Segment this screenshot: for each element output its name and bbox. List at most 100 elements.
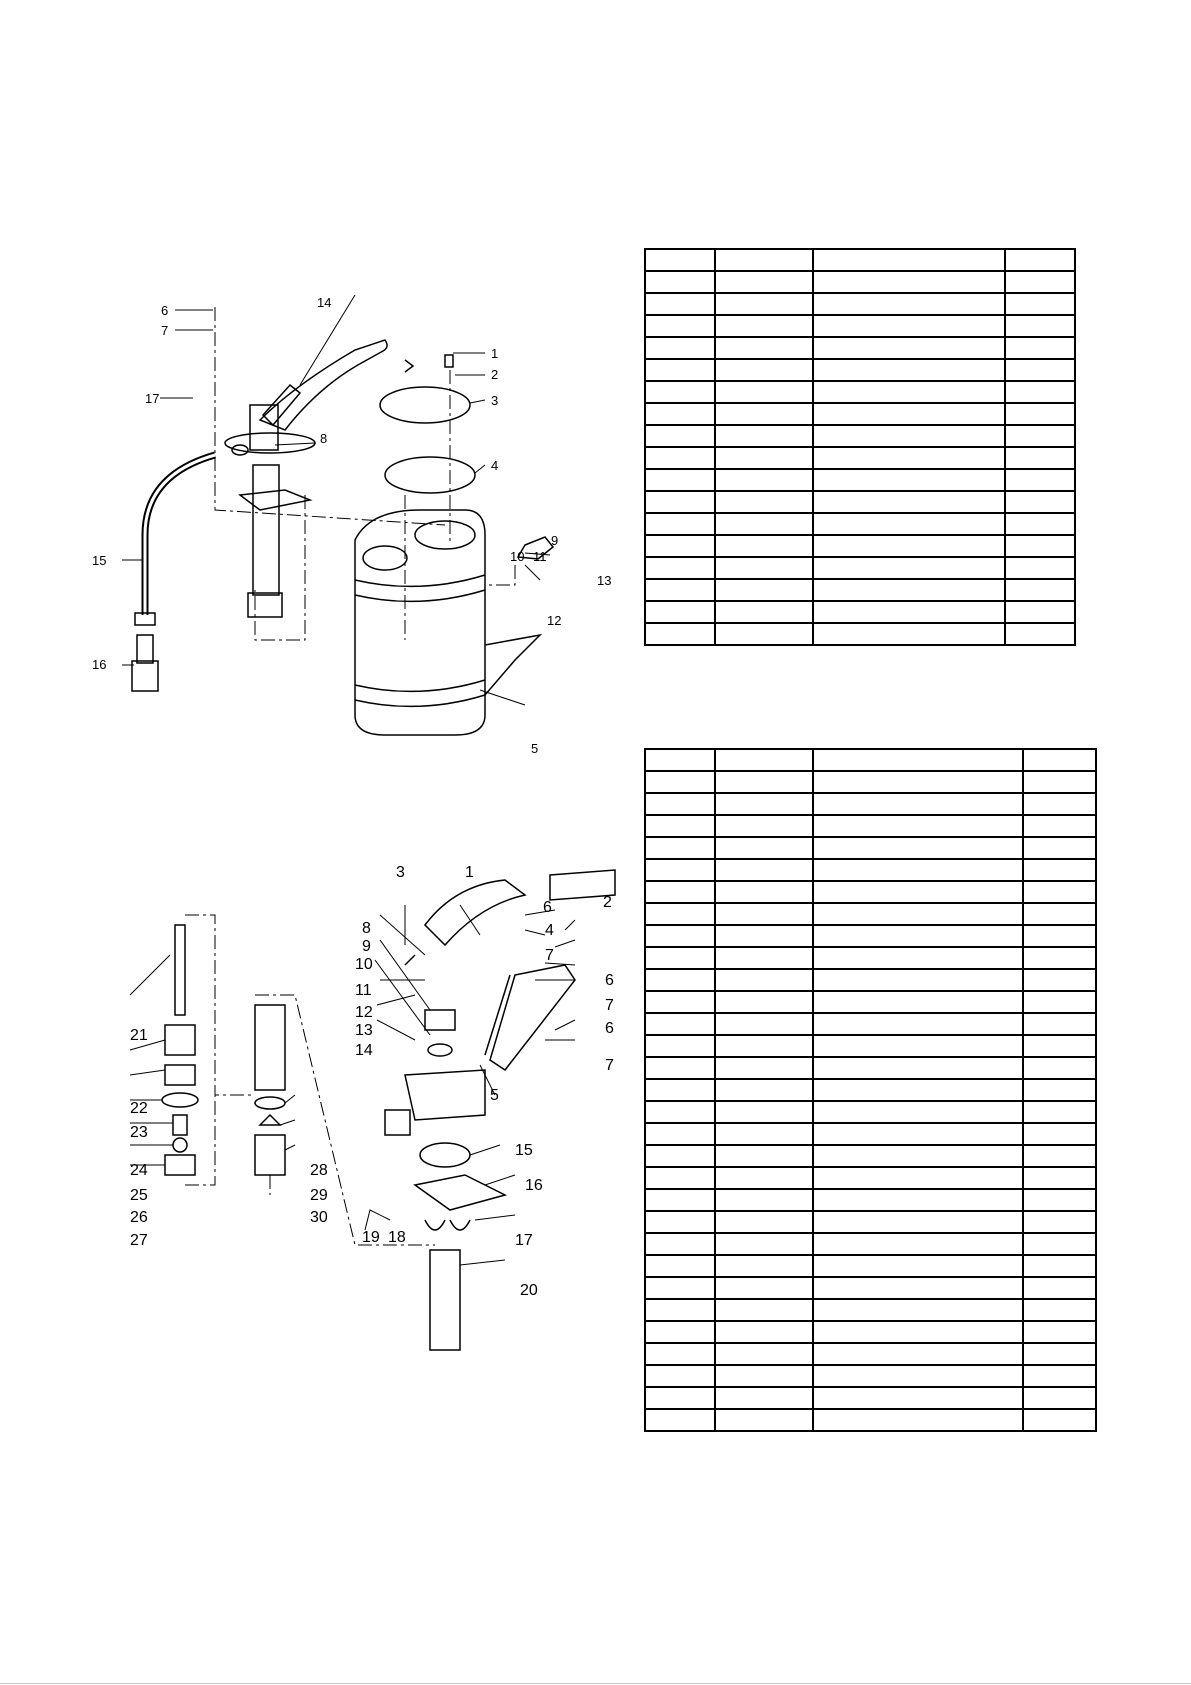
table-cell (714, 248, 814, 272)
callout-label: 23 (130, 1124, 148, 1141)
table-cell (1022, 968, 1097, 992)
table-cell (714, 270, 814, 294)
callout-label: 7 (161, 323, 168, 338)
table-row (644, 770, 1097, 794)
callout-label: 9 (551, 533, 558, 548)
table-cell (644, 468, 716, 492)
table-cell (1004, 314, 1076, 338)
callout-label: 3 (396, 864, 405, 881)
table-cell (1022, 1232, 1097, 1256)
table-row (644, 336, 1076, 360)
table-cell (1022, 1276, 1097, 1300)
table-cell (644, 1078, 716, 1102)
lower-exploded-diagram: 1 2 3 4 5 6 7 6 7 6 7 8 9 10 11 12 13 14… (85, 855, 625, 1355)
table-cell (1022, 1122, 1097, 1146)
table-cell (812, 748, 1024, 772)
table-cell (812, 858, 1024, 882)
callout-label: 15 (92, 553, 106, 568)
table-cell (714, 380, 814, 404)
table-row (644, 1320, 1097, 1344)
table-row (644, 1232, 1097, 1256)
table-cell (812, 1408, 1024, 1432)
table-row (644, 1210, 1097, 1234)
alignment-lines (185, 914, 435, 1246)
valve-block (384, 1009, 508, 1351)
table-row (644, 1364, 1097, 1388)
table-cell (644, 424, 716, 448)
callout-label: 1 (465, 864, 474, 881)
table-row (644, 792, 1097, 816)
table-row (644, 1254, 1097, 1278)
table-cell (714, 468, 814, 492)
table-cell (644, 1188, 716, 1212)
table-row (644, 1166, 1097, 1190)
table-cell (644, 1232, 716, 1256)
table-cell (1004, 600, 1076, 624)
table-cell (644, 1100, 716, 1124)
footer-rule (0, 1683, 1191, 1684)
table-row (644, 836, 1097, 860)
handle-lever (258, 339, 388, 431)
callout-label: 6 (543, 899, 552, 916)
table-cell (1004, 512, 1076, 536)
table-cell (714, 1012, 814, 1036)
callout-label: 19 (362, 1229, 380, 1246)
table-cell (1022, 1166, 1097, 1190)
table-cell (644, 792, 716, 816)
table-cell (1022, 924, 1097, 948)
table-cell (812, 1276, 1024, 1300)
table-cell (644, 292, 716, 316)
table-row (644, 534, 1076, 558)
table-cell (714, 1320, 814, 1344)
table-cell (812, 1386, 1024, 1410)
callout-label: 12 (547, 613, 561, 628)
callout-label: 29 (310, 1187, 328, 1204)
table-cell (812, 968, 1024, 992)
table-cell (714, 600, 814, 624)
lower-callout-labels: 1 2 3 4 5 6 7 6 7 6 7 8 9 10 11 12 13 14… (130, 864, 614, 1299)
table-row (644, 1144, 1097, 1168)
table-cell (1022, 1342, 1097, 1366)
table-cell (714, 292, 814, 316)
table-row (644, 968, 1097, 992)
table-cell (644, 1144, 716, 1168)
callout-label: 11 (533, 549, 547, 564)
callout-label: 18 (388, 1229, 406, 1246)
table-cell (714, 1166, 814, 1190)
table-cell (812, 600, 1006, 624)
upper-exploded-diagram: 1 2 3 4 5 6 7 8 9 10 11 12 13 14 15 16 1… (85, 295, 645, 795)
table-cell (812, 990, 1024, 1014)
upper-callout-labels: 1 2 3 4 5 6 7 8 9 10 11 12 13 14 15 16 1… (92, 295, 611, 756)
table-cell (812, 1034, 1024, 1058)
table-cell (644, 1320, 716, 1344)
table-row (644, 424, 1076, 448)
table-cell (812, 402, 1006, 426)
callout-label: 24 (130, 1162, 148, 1179)
callout-label: 14 (317, 295, 331, 310)
table-cell (644, 270, 716, 294)
table-row (644, 402, 1076, 426)
table-cell (644, 380, 716, 404)
leader-lines (122, 295, 551, 706)
table-cell (812, 424, 1006, 448)
table-cell (1004, 270, 1076, 294)
callout-label: 8 (362, 920, 371, 937)
table-cell (714, 1078, 814, 1102)
table-row (644, 924, 1097, 948)
table-cell (1022, 1012, 1097, 1036)
table-cell (714, 1298, 814, 1322)
callout-label: 6 (605, 972, 614, 989)
table-cell (1004, 468, 1076, 492)
table-cell (644, 1386, 716, 1410)
table-cell (1022, 1364, 1097, 1388)
table-cell (714, 534, 814, 558)
table-cell (644, 314, 716, 338)
table-row (644, 858, 1097, 882)
table-cell (1022, 1210, 1097, 1234)
table-cell (812, 446, 1006, 470)
table-row (644, 748, 1097, 772)
callout-label: 11 (355, 982, 372, 999)
table-cell (644, 622, 716, 646)
callout-label: 13 (597, 573, 611, 588)
table-row (644, 1012, 1097, 1036)
